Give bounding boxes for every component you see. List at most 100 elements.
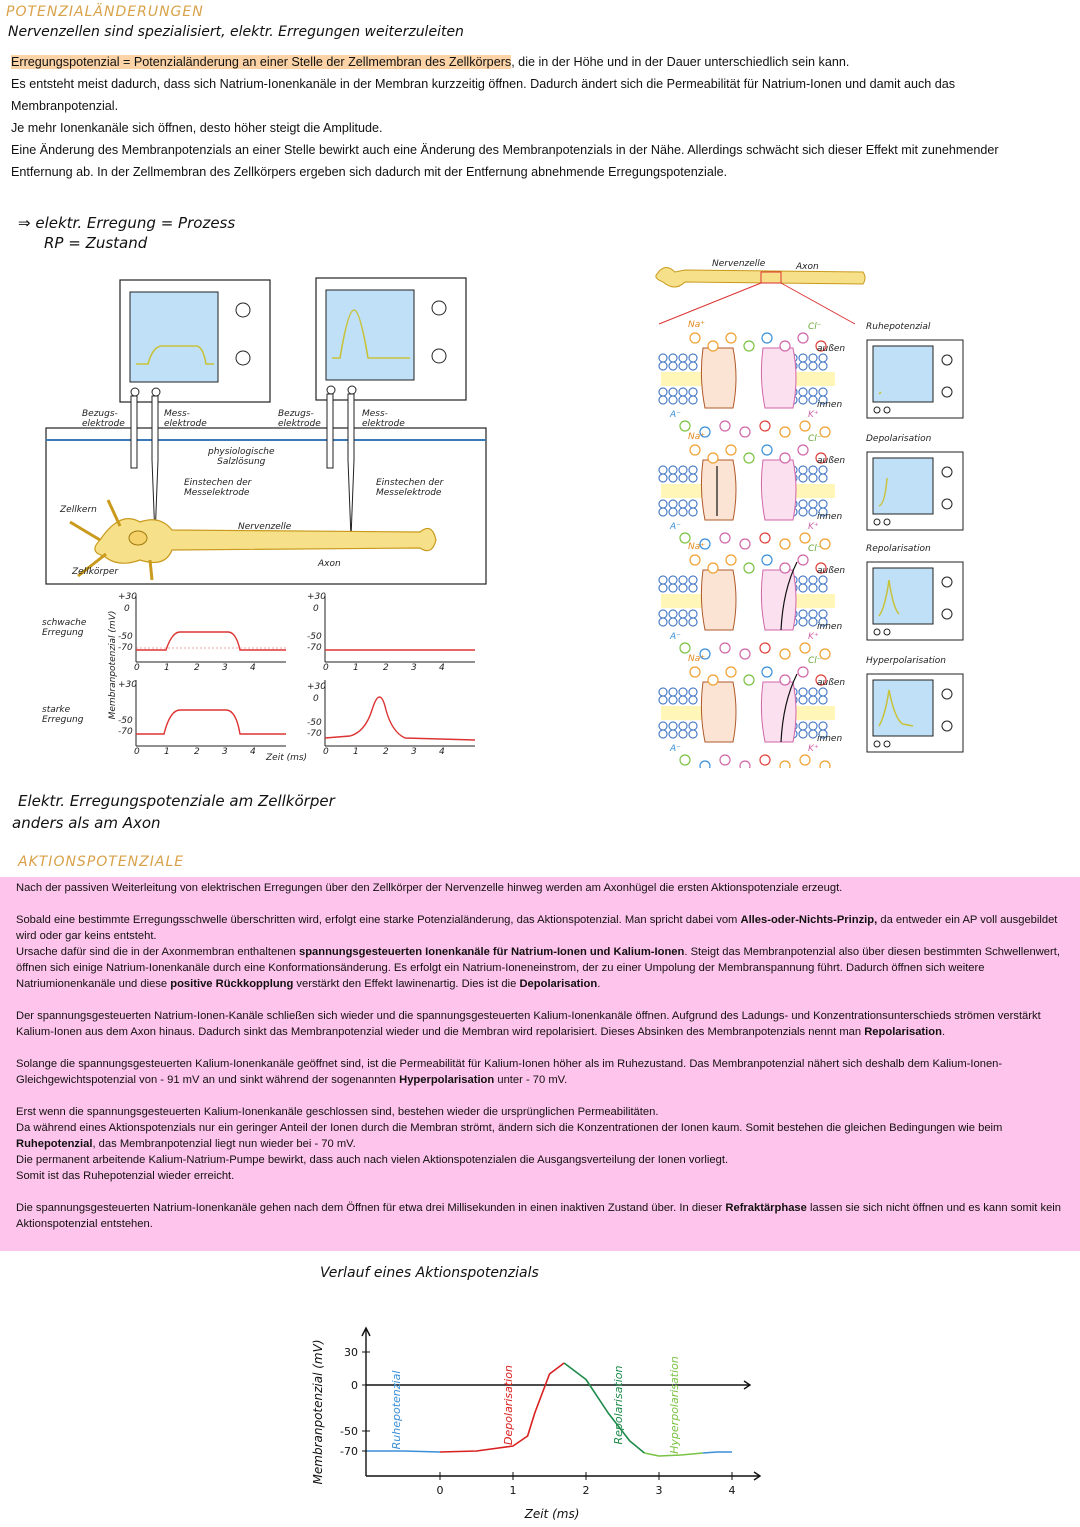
neuron-drawing (69, 499, 437, 581)
membrane-label-innen-1: innen (817, 400, 843, 410)
ap-p5-end: unter - 70 mV. (494, 1074, 568, 1086)
chart-ylabel: Membranpotenzial (mV) (311, 1340, 325, 1485)
label-starke-erregung: starke Erregung (42, 705, 84, 725)
ytick-weak-right-0: 0 (313, 604, 319, 614)
xtick-weak-left-3: 3 (222, 663, 228, 673)
ytick-weak-left-70: -70 (118, 643, 133, 653)
ap-paragraph-6b: Da während eines Aktionspotenzials nur e… (16, 1120, 1064, 1152)
label-schwache-erregung: schwache Erregung (42, 618, 87, 638)
membrane-label-aussen-1: außen (817, 344, 846, 354)
ap-depolarisation: Depolarisation (519, 978, 598, 990)
membrane-stage-title-1: Ruhepotenzial (866, 322, 931, 332)
ap-p3-mid: . Steigt das Membranpotenzial also über … (16, 946, 1060, 990)
ytick-label--50: -50 (340, 1425, 358, 1438)
ap-paragraph-4: Der spannungsgesteuerten Natrium-Ionen-K… (16, 1008, 1064, 1040)
ap-hyperpolarisation: Hyperpolarisation (399, 1074, 495, 1086)
xtick-strong-left-2: 2 (194, 747, 200, 757)
membrane-stage-3 (658, 554, 964, 660)
chart-title: Verlauf eines Aktionspotenzials (320, 1265, 539, 1281)
xtick-label-0: 0 (437, 1484, 444, 1497)
label-messelektrode-2: Mess- elektrode (362, 409, 405, 429)
label-zellkoerper: Zellkörper (72, 567, 119, 577)
intro-text: Erregungspotenzial = Potenzialänderung a… (11, 51, 1061, 183)
ytick-weak-right-70: -70 (307, 643, 322, 653)
ytick-weak-left-30: +30 (118, 592, 137, 602)
label-zellkern: Zellkern (60, 505, 97, 515)
membrane-stage-title-3: Repolarisation (866, 544, 931, 554)
xtick-strong-left-0: 0 (134, 747, 140, 757)
ap-rueckkopplung: positive Rückkopplung (170, 978, 294, 990)
membrane-ion-k-2: K⁺ (808, 522, 819, 532)
ytick-strong-right-70: -70 (307, 729, 322, 739)
ytick-strong-left-30: +30 (118, 680, 137, 690)
membrane-ion-a-1: A⁻ (670, 410, 681, 420)
membrane-ion-k-4: K⁺ (808, 744, 819, 754)
label-messelektrode-1: Mess- elektrode (164, 409, 207, 429)
label-einstechen-1: Einstechen der Messelektrode (184, 478, 252, 498)
small-graphs-ylabel: Membranpotenzial (mV) (108, 610, 118, 720)
label-bezugselektrode-2: Bezugs- elektrode (278, 409, 321, 429)
ap-p2-end: da entweder ein AP voll ausgebildet wird… (16, 914, 1058, 942)
x-axis-arrow (753, 1471, 762, 1481)
membrane-label-aussen-3: außen (817, 566, 846, 576)
membrane-ion-cl-2: Cl⁻ (808, 434, 822, 444)
membrane-label-innen-2: innen (817, 512, 843, 522)
label-nervenzelle: Nervenzelle (238, 522, 292, 532)
xtick-strong-left-3: 3 (222, 747, 228, 757)
ytick-weak-right-30: +30 (307, 592, 326, 602)
ytick-strong-right-50: -50 (307, 718, 322, 728)
membrane-stage-title-4: Hyperpolarisation (866, 656, 946, 666)
ap-p4-end: . (941, 1026, 946, 1038)
definition-rest: , die in der Höhe und in der Dauer unter… (511, 55, 850, 69)
membrane-label-innen-4: innen (817, 734, 843, 744)
membrane-label-aussen-4: außen (817, 678, 846, 688)
xtick-weak-right-2: 2 (383, 663, 389, 673)
membrane-ion-k-3: K⁺ (808, 632, 819, 642)
xtick-strong-right-0: 0 (323, 747, 329, 757)
label-salzloesung: physiologische Salzlösung (208, 447, 275, 467)
ytick-label-30: 30 (344, 1346, 358, 1359)
membrane-ion-a-2: A⁻ (670, 522, 681, 532)
series-line-2 (439, 1362, 565, 1453)
xtick-label-1: 1 (510, 1484, 517, 1497)
oscilloscope-left (119, 279, 271, 403)
xtick-weak-left-4: 4 (250, 663, 256, 673)
membrane-stage-4 (658, 666, 964, 768)
aktionspotenziale-text-block: Nach der passiven Weiterleitung von elek… (0, 877, 1080, 1251)
subheading-nervenzellen: Nervenzellen sind spezialisiert, elektr.… (8, 24, 464, 40)
xtick-strong-right-4: 4 (439, 747, 445, 757)
xtick-strong-left-1: 1 (164, 747, 170, 757)
membrane-ion-cl-1: Cl⁻ (808, 322, 822, 332)
salt-solution-bath (45, 427, 487, 585)
membrane-stage-1 (658, 332, 964, 438)
xtick-label-3: 3 (656, 1484, 663, 1497)
oscilloscope-right (315, 277, 467, 401)
ytick-weak-left-0: 0 (124, 604, 130, 614)
membrane-label-axon: Axon (796, 262, 819, 272)
note-zustand: RP = Zustand (44, 234, 148, 252)
membrane-stage-title-2: Depolarisation (866, 434, 932, 444)
strong-excitation-graphs (135, 680, 476, 747)
label-axon: Axon (318, 559, 341, 569)
ap-ruhepotenzial: Ruhepotenzial (16, 1138, 93, 1150)
intro-line-2: Je mehr Ionenkanäle sich öffnen, desto h… (11, 121, 383, 135)
ytick-label--70: -70 (340, 1445, 358, 1458)
xtick-strong-right-3: 3 (411, 747, 417, 757)
ap-ionenkanaele: spannungsgesteuerten Ionenkanäle für Nat… (298, 946, 685, 958)
note-zellkoerper-axon-2: anders als am Axon (12, 814, 161, 832)
phase-label-4: Hyperpolarisation (668, 1356, 681, 1454)
series-line-4 (644, 1452, 703, 1457)
membrane-ion-a-3: A⁻ (670, 632, 681, 642)
xtick-weak-right-0: 0 (323, 663, 329, 673)
ap-p5-text: Solange die spannungsgesteuerten Kalium-… (16, 1058, 1003, 1086)
series-line-3 (563, 1362, 645, 1454)
ap-p7-end: lassen sie sich nicht öffnen und es kann… (16, 1202, 1062, 1230)
ytick-weak-left-50: -50 (118, 632, 133, 642)
xtick-weak-right-4: 4 (439, 663, 445, 673)
label-einstechen-2: Einstechen der Messelektrode (376, 478, 444, 498)
ytick-strong-left-70: -70 (118, 727, 133, 737)
note-prozess: ⇒ elektr. Erregung = Prozess (18, 214, 236, 232)
intro-line-1: Es entsteht meist dadurch, dass sich Nat… (11, 77, 956, 113)
ap-p4-text: Der spannungsgesteuerten Natrium-Ionen-K… (16, 1010, 1041, 1038)
